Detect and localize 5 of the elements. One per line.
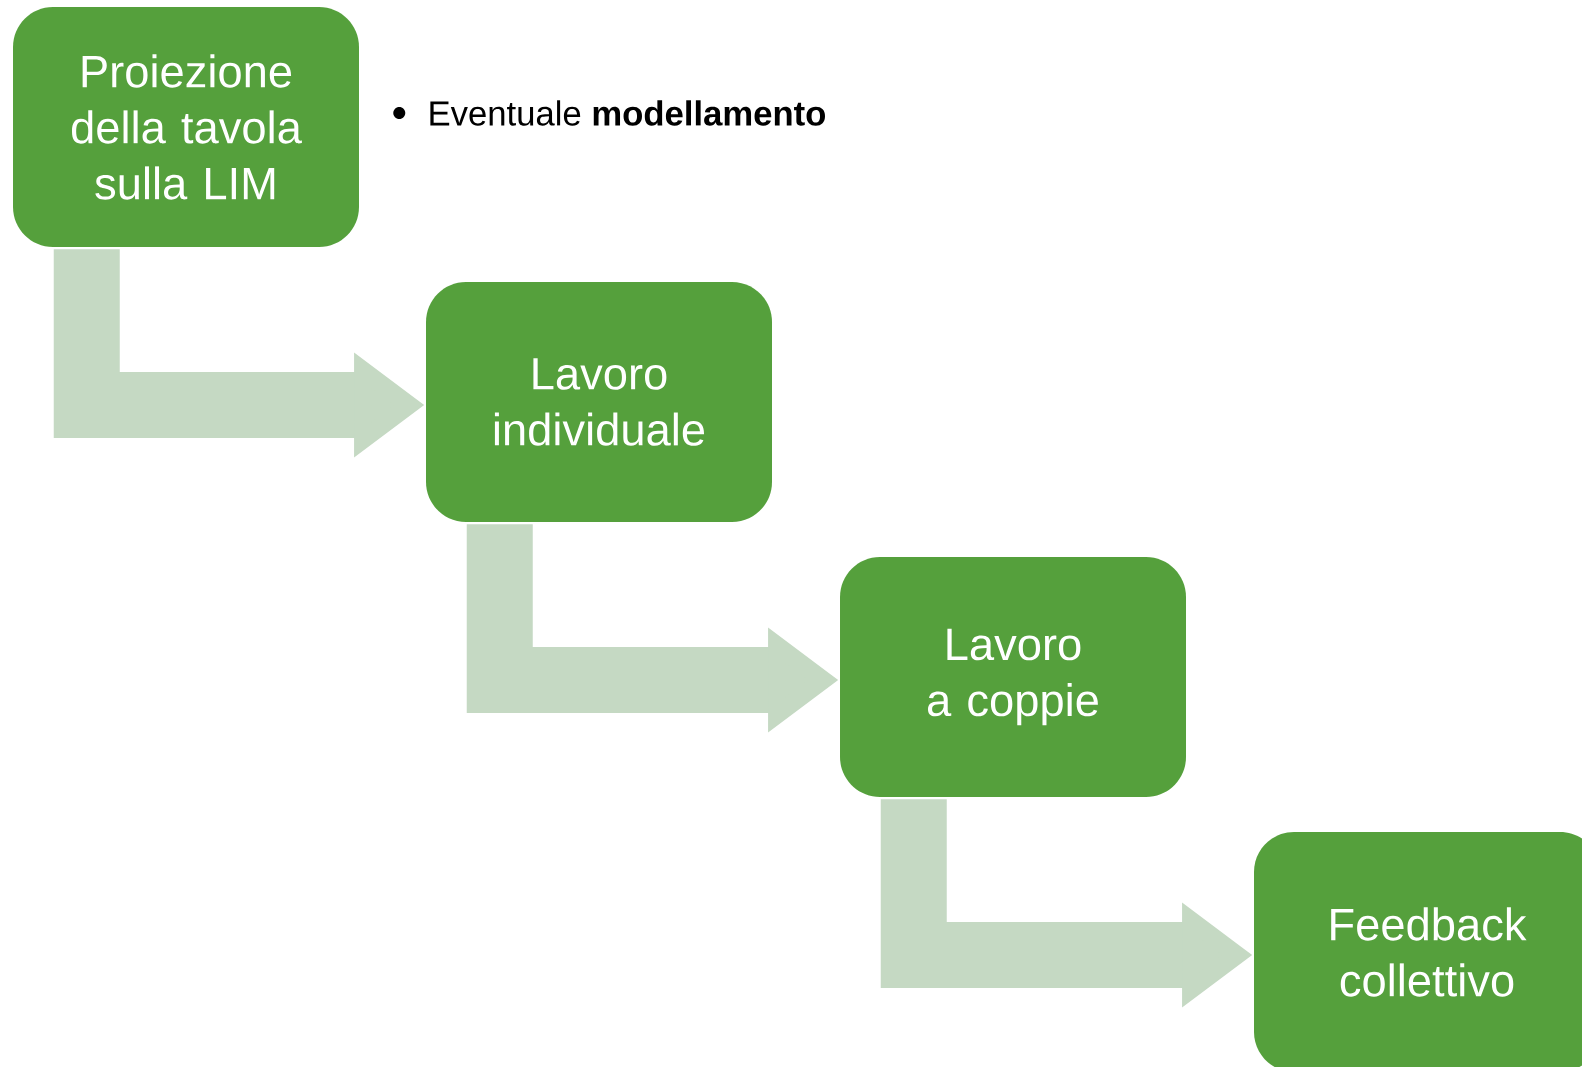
- bullet-text: Eventuale modellamento: [430, 100, 825, 126]
- process-box: Feedback collettivo: [1254, 832, 1582, 1067]
- process-box: Proiezione della tavola sulla LIM: [13, 7, 359, 247]
- process-box: Lavoro individuale: [426, 282, 772, 522]
- process-box: Lavoro a coppie: [840, 557, 1186, 797]
